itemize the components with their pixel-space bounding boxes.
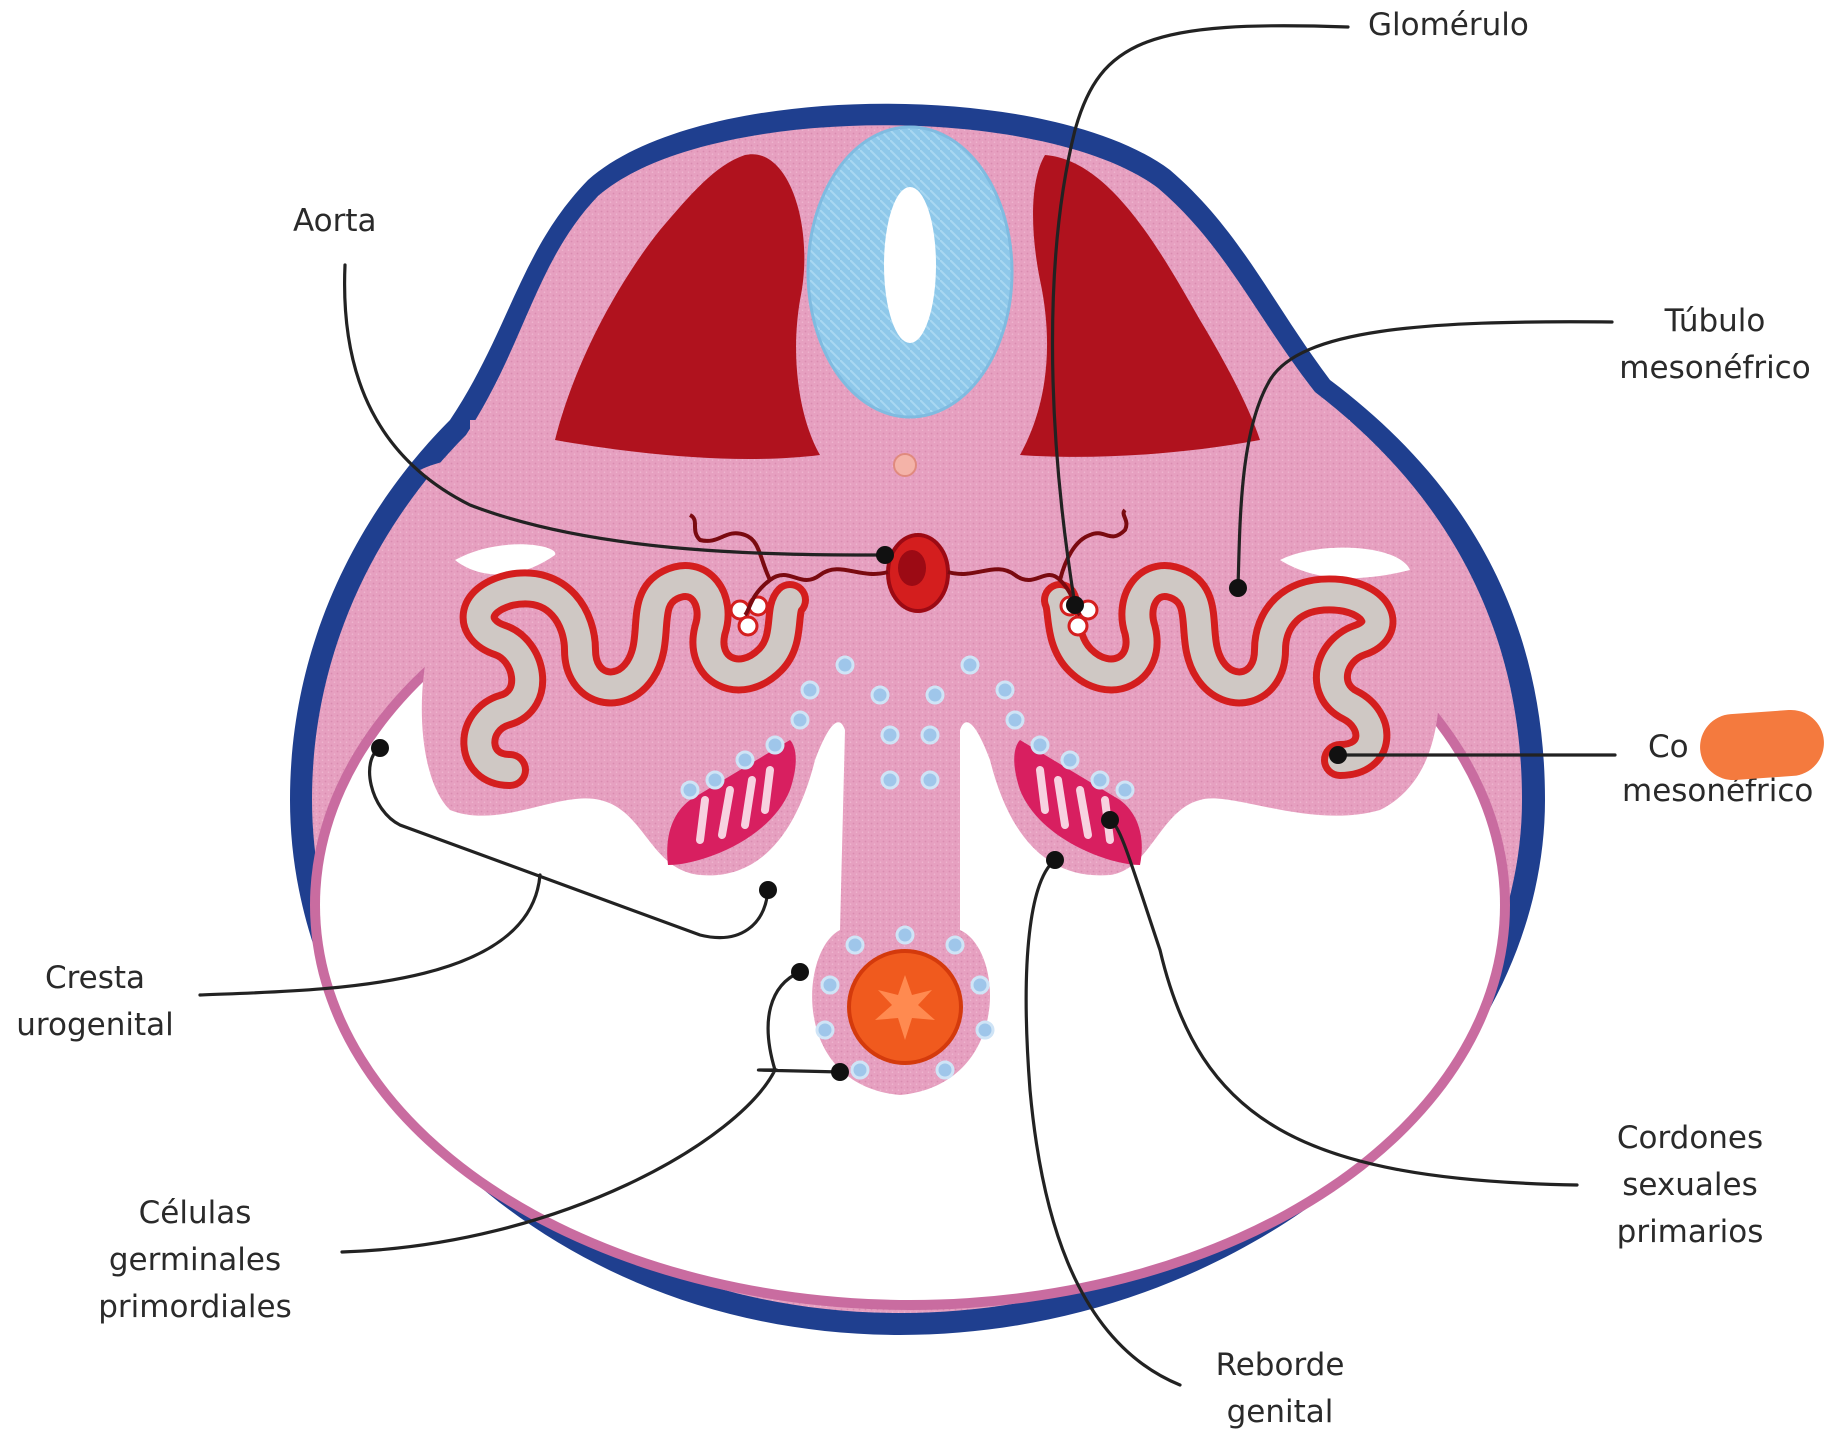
label-reborde-genital: Reborde genital bbox=[1180, 1342, 1380, 1436]
dot-celulas-a bbox=[791, 963, 809, 981]
label-cordones-sexuales: Cordones sexuales primarios bbox=[1565, 1115, 1815, 1256]
label-conducto-mesonefrico: Co bbox=[1648, 724, 1689, 771]
notochord bbox=[894, 454, 916, 476]
dot-cordones bbox=[1101, 811, 1119, 829]
dot-reborde bbox=[1046, 851, 1064, 869]
redaction-blot bbox=[1698, 708, 1826, 782]
dot-cresta-b bbox=[759, 881, 777, 899]
dot-cresta-a bbox=[371, 739, 389, 757]
dot-aorta bbox=[876, 546, 894, 564]
label-aorta: Aorta bbox=[293, 198, 377, 245]
dot-conducto bbox=[1329, 746, 1347, 764]
dot-tubulo bbox=[1229, 579, 1247, 597]
label-cresta-urogenital: Cresta urogenital bbox=[0, 955, 190, 1049]
label-celulas-germinales: Células germinales primordiales bbox=[60, 1190, 330, 1331]
label-glomerulo: Glomérulo bbox=[1368, 2, 1529, 49]
dot-glomerulo bbox=[1066, 596, 1084, 614]
dot-celulas-b bbox=[831, 1063, 849, 1081]
neural-canal bbox=[884, 187, 936, 343]
label-tubulo-mesonefrico: Túbulo mesonéfrico bbox=[1590, 298, 1840, 392]
